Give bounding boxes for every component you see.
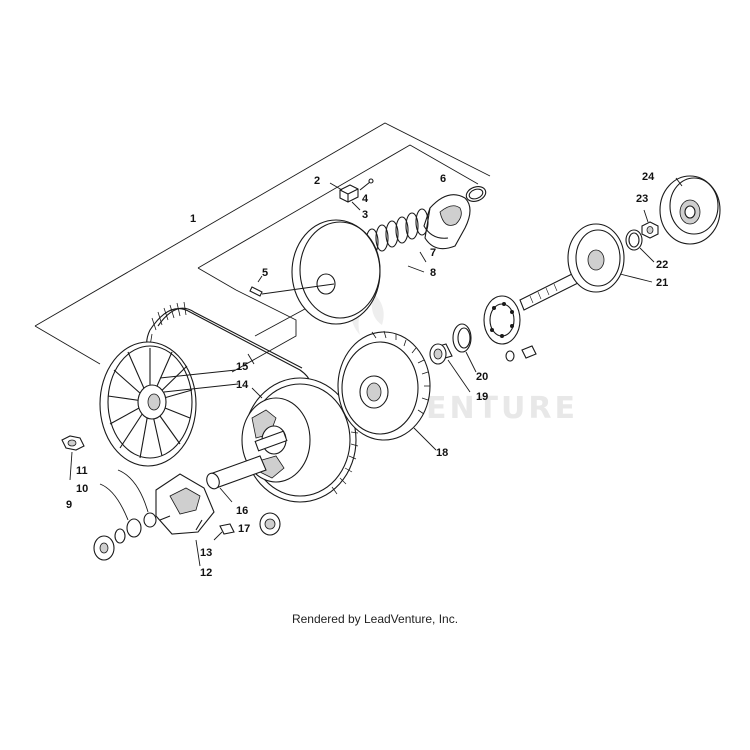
- callout-7: 7: [430, 247, 436, 259]
- callout-18: 18: [436, 447, 448, 459]
- callout-22: 22: [656, 259, 668, 271]
- callout-1: 1: [190, 213, 196, 225]
- part-20-seal: [452, 323, 477, 373]
- callout-3: 3: [362, 209, 368, 221]
- part-12-roller-assembly: [155, 473, 215, 567]
- callout-24: 24: [642, 171, 655, 183]
- callout-20: 20: [476, 371, 488, 383]
- part-10-snap-ring: [99, 483, 142, 538]
- bolt: [505, 345, 537, 362]
- part-13-slider: [213, 523, 235, 541]
- callout-9: 9: [66, 499, 72, 511]
- part-11-washer: [117, 469, 157, 528]
- part-3-clip: [329, 182, 361, 211]
- part-9-nut: [61, 435, 85, 481]
- callout-6: 6: [440, 173, 446, 185]
- part-24-clutch-drum: [659, 175, 721, 245]
- part-10-ring-spare: [114, 528, 126, 544]
- callout-17: 17: [238, 523, 250, 535]
- part-1-drive-sheave: [261, 219, 381, 325]
- callout-21: 21: [656, 277, 668, 289]
- credit-line: Rendered by LeadVenture, Inc.: [291, 612, 459, 626]
- callout-12: 12: [200, 567, 212, 579]
- driven-sheave-spoked: [99, 341, 239, 467]
- part-17-bearing: [259, 512, 281, 536]
- assembly-bracket-lines: [34, 122, 491, 373]
- callout-13: 13: [200, 547, 212, 559]
- part-21-splined-shaft: [519, 223, 653, 311]
- part-6-snap-ring: [465, 186, 487, 202]
- callout-labels: 1 2 3 4 5 6 7 8 9 10 11 12 13 14 15 16 1…: [66, 171, 668, 579]
- part-4-screw: [359, 178, 374, 191]
- part-5-pin: [249, 275, 263, 297]
- bearing: [483, 295, 521, 345]
- part-7-spider: [423, 194, 471, 250]
- callout-14: 14: [236, 379, 249, 391]
- part-23-nut: [641, 209, 659, 239]
- part-19-bushing: [429, 343, 471, 393]
- part-8-spring: [365, 208, 429, 263]
- callout-2: 2: [314, 175, 320, 187]
- callout-23: 23: [636, 193, 648, 205]
- small-gear: [93, 535, 115, 561]
- callout-16: 16: [236, 505, 248, 517]
- part-22-o-ring: [625, 229, 655, 263]
- callout-4: 4: [362, 193, 369, 205]
- part-18-fixed-sheave: [337, 330, 437, 451]
- callout-19: 19: [476, 391, 488, 403]
- callout-10: 10: [76, 483, 88, 495]
- callout-15: 15: [236, 361, 248, 373]
- callout-11: 11: [76, 465, 88, 477]
- leader-lines: [247, 265, 425, 399]
- part-16-shaft: [206, 455, 267, 503]
- callout-5: 5: [262, 267, 268, 279]
- callout-8: 8: [430, 267, 436, 279]
